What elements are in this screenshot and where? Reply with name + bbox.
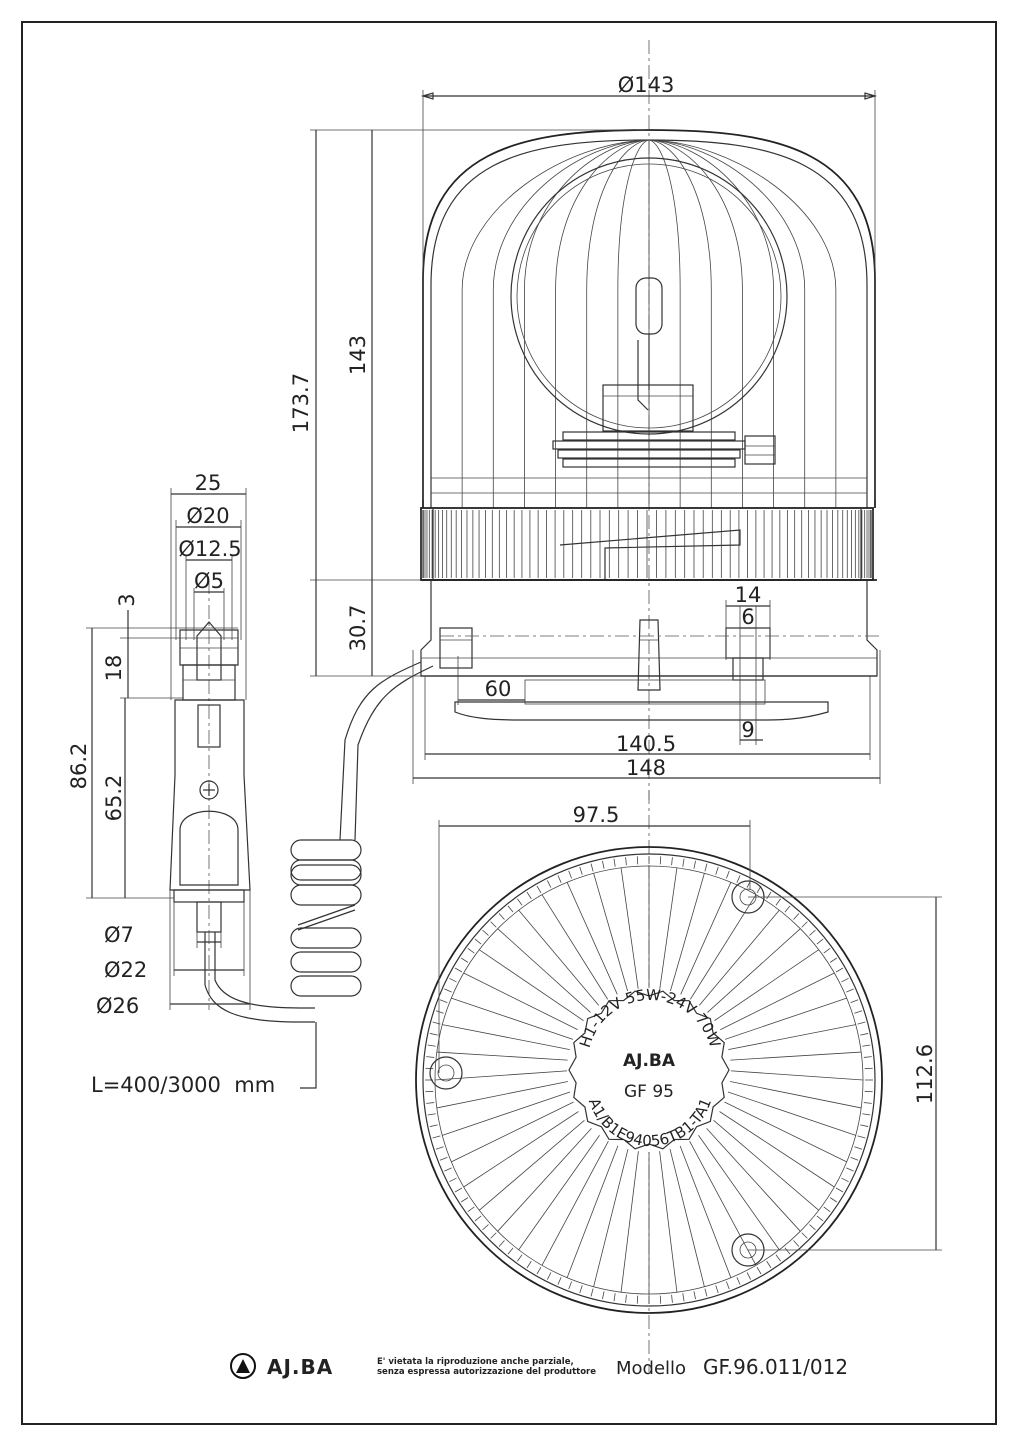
dim-plug-d12: Ø12.5 [178,537,241,561]
dim-slot-6: 6 [741,605,754,629]
dim-plug-d7: Ø7 [104,923,134,947]
footer-logo-text: AJ.BA [267,1355,333,1379]
dim-offset-60: 60 [485,677,512,701]
dim-base-148: 148 [626,756,666,780]
dim-holes-1126: 112.6 [913,1044,937,1104]
dim-plug-width: 25 [195,471,222,495]
beacon-top-view [415,790,942,1372]
dim-plug-d20: Ø20 [186,504,229,528]
sheet-border [21,21,997,1425]
dim-cable-length: L=400/3000 mm [91,1073,275,1097]
dim-plug-3: 3 [115,593,139,606]
dim-plug-65: 65.2 [102,775,126,822]
dim-slot-9: 9 [741,718,754,742]
dim-plug-d22: Ø22 [104,958,147,982]
plug-view [86,488,362,1089]
footer-disclaimer-line-1: E' vietata la riproduzione anche parzial… [377,1357,574,1367]
dim-plug-86: 86.2 [67,743,91,790]
dim-total-height: 173.7 [289,373,313,433]
footer-logo-icon [230,1353,256,1379]
lens-model-code: GF 95 [624,1082,674,1102]
dim-holes-975: 97.5 [573,803,620,827]
dim-base-140: 140.5 [616,732,676,756]
dim-plug-d5: Ø5 [194,569,224,593]
dim-dome-diameter: Ø143 [618,73,675,97]
beacon-front-view [310,40,881,841]
dim-dome-height: 143 [346,335,370,375]
dim-plug-18: 18 [102,655,126,682]
lens-brand: AJ.BA [623,1051,676,1071]
footer-model-label: Modello [616,1358,686,1379]
dim-slot-14: 14 [735,583,762,607]
dim-base-height: 30.7 [346,605,370,652]
footer-model-code: GF.96.011/012 [703,1355,848,1379]
dim-plug-d26: Ø26 [96,994,139,1018]
footer-disclaimer-line-2: senza espressa autorizzazione del produt… [377,1367,596,1377]
